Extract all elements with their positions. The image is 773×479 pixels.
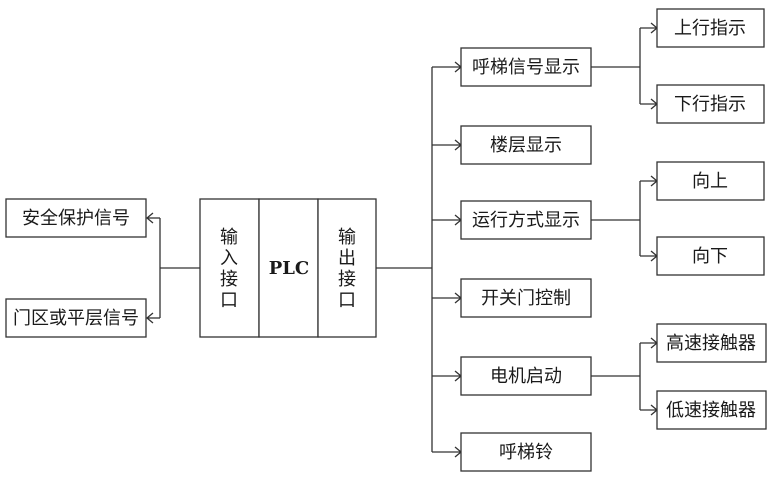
output-interface-char-3: 接: [338, 269, 356, 290]
output-label-run-mode: 运行方式显示: [472, 210, 580, 231]
output-label-floor-display: 楼层显示: [490, 135, 562, 156]
input-box-safety: 安全保护信号: [5, 198, 147, 238]
input-interface-char-2: 入: [220, 248, 238, 269]
input-interface-char-4: 口: [220, 290, 238, 311]
arrow-to-door-zone: [145, 312, 154, 324]
arrow-to-safety: [145, 212, 154, 224]
input-label-safety: 安全保护信号: [22, 208, 130, 229]
input-interface-char-3: 接: [220, 269, 238, 290]
sub-box-low-speed: 低速接触器: [656, 390, 767, 430]
output-bus: [376, 61, 463, 458]
sub-label-down: 向下: [692, 246, 728, 267]
sub-box-up: 向上: [656, 161, 765, 201]
output-label-motor-start: 电机启动: [490, 366, 562, 387]
output-box-door-control: 开关门控制: [460, 278, 592, 318]
output-interface-char-1: 输: [338, 227, 356, 248]
sub-connectors-call-display: [591, 22, 659, 110]
plc-block: 输 入 接 口 PLC 输 出 接 口: [199, 198, 377, 338]
output-box-motor-start: 电机启动: [460, 356, 592, 396]
sub-label-high-speed: 高速接触器: [666, 333, 756, 354]
output-box-run-mode: 运行方式显示: [460, 200, 592, 240]
sub-label-down-indicator: 下行指示: [674, 94, 746, 115]
sub-box-high-speed: 高速接触器: [656, 323, 767, 363]
input-interface-char-1: 输: [220, 227, 238, 248]
sub-box-up-indicator: 上行指示: [656, 8, 765, 48]
input-connectors: [145, 212, 200, 324]
sub-label-low-speed: 低速接触器: [666, 400, 756, 421]
output-interface-char-4: 口: [338, 290, 356, 311]
output-label-door-control: 开关门控制: [481, 288, 571, 309]
output-box-call-display: 呼梯信号显示: [460, 47, 592, 87]
output-label-call-display: 呼梯信号显示: [472, 57, 580, 78]
sub-box-down: 向下: [656, 236, 765, 276]
plc-core-box: [258, 198, 319, 338]
output-interface-char-2: 出: [338, 248, 356, 269]
input-box-door-zone: 门区或平层信号: [5, 298, 147, 338]
sub-connectors-run-mode: [591, 175, 659, 262]
output-box-floor-display: 楼层显示: [460, 125, 592, 165]
sub-label-up: 向上: [692, 171, 728, 192]
output-label-bell: 呼梯铃: [499, 442, 553, 463]
input-label-door-zone: 门区或平层信号: [13, 308, 139, 329]
sub-connectors-motor: [591, 337, 659, 416]
sub-box-down-indicator: 下行指示: [656, 84, 765, 124]
sub-label-up-indicator: 上行指示: [674, 18, 746, 39]
output-interface-box: [317, 198, 377, 338]
plc-core-label: PLC: [269, 258, 310, 279]
output-box-bell: 呼梯铃: [460, 432, 592, 472]
